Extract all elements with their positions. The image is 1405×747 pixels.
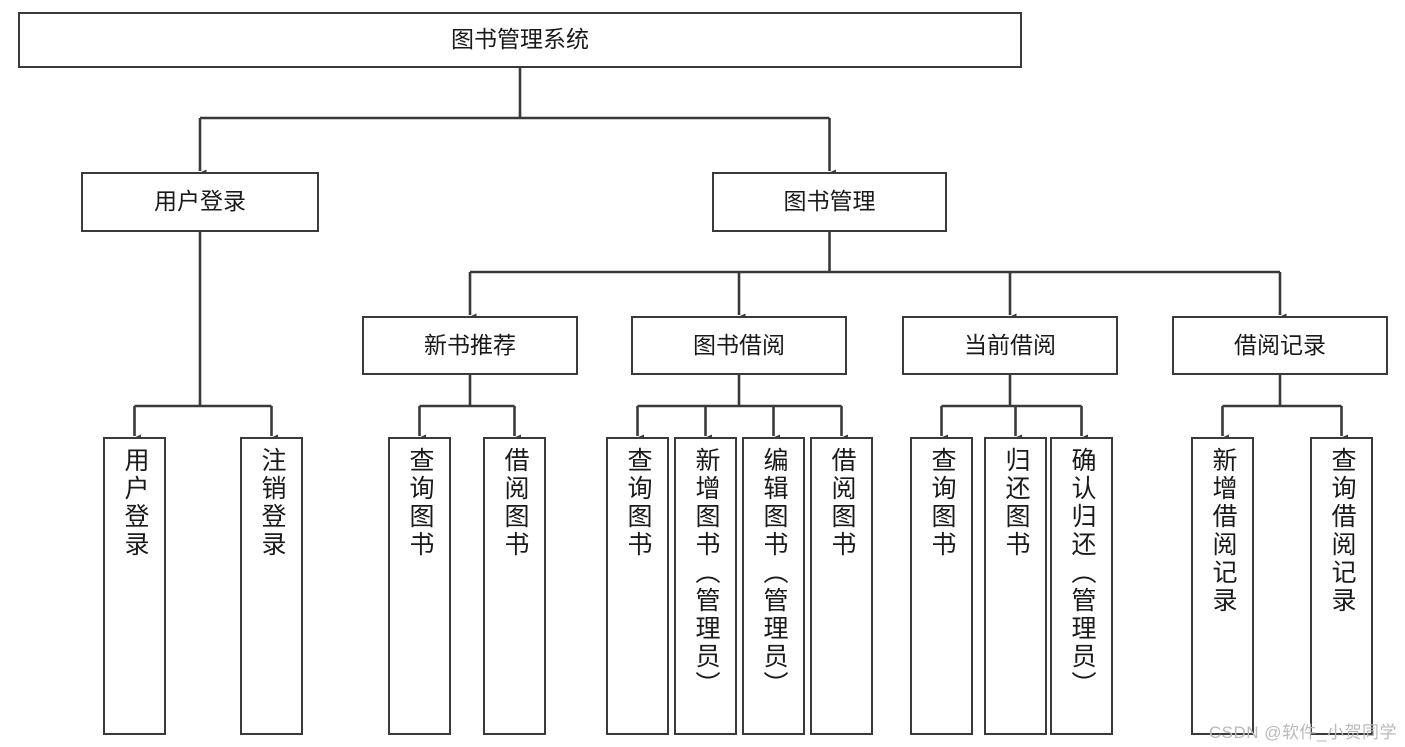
node-label: 用户登录 — [154, 188, 246, 215]
node-label: 图书借阅 — [693, 331, 785, 358]
node-label: 图书管理系统 — [451, 26, 589, 53]
node-label: 当前借阅 — [964, 331, 1056, 358]
node-label: 借阅图书 — [501, 447, 529, 559]
node-label: 注销登录 — [258, 447, 286, 559]
node-leaf-borrow-do[interactable]: 借阅图书 — [810, 437, 873, 735]
node-borrow-record[interactable]: 借阅记录 — [1172, 316, 1388, 375]
node-label: 新增图书（管理员） — [692, 447, 720, 699]
node-label: 新增借阅记录 — [1209, 447, 1237, 615]
node-label: 新书推荐 — [424, 331, 516, 358]
node-book-borrow[interactable]: 图书借阅 — [631, 316, 847, 375]
node-leaf-rec-borrow[interactable]: 借阅图书 — [483, 437, 546, 735]
node-leaf-borrow-query[interactable]: 查询图书 — [606, 437, 669, 735]
node-label: 用户登录 — [121, 447, 149, 559]
node-label: 归还图书 — [1002, 447, 1030, 559]
node-leaf-user-login[interactable]: 用户登录 — [103, 437, 166, 735]
node-label: 借阅图书 — [828, 447, 856, 559]
csdn-watermark: CSDN @软件_小贺同学 — [1208, 723, 1397, 742]
node-leaf-borrow-add[interactable]: 新增图书（管理员） — [674, 437, 737, 735]
node-label: 确认归还（管理员） — [1068, 447, 1096, 699]
node-leaf-cur-return[interactable]: 归还图书 — [984, 437, 1047, 735]
node-new-book-rec[interactable]: 新书推荐 — [362, 316, 578, 375]
node-label: 编辑图书（管理员） — [760, 447, 788, 699]
node-label: 查询图书 — [928, 447, 956, 559]
node-leaf-rec-query2[interactable]: 查询借阅记录 — [1310, 437, 1373, 735]
node-user-login[interactable]: 用户登录 — [81, 172, 319, 232]
node-label: 查询图书 — [406, 447, 434, 559]
node-leaf-user-logout[interactable]: 注销登录 — [240, 437, 303, 735]
node-leaf-borrow-edit[interactable]: 编辑图书（管理员） — [742, 437, 805, 735]
node-leaf-cur-query[interactable]: 查询图书 — [910, 437, 973, 735]
node-label: 图书管理 — [783, 188, 876, 215]
node-root[interactable]: 图书管理系统 — [18, 12, 1022, 68]
node-leaf-rec-query[interactable]: 查询图书 — [388, 437, 451, 735]
node-current-borrow[interactable]: 当前借阅 — [902, 316, 1118, 375]
node-label: 查询借阅记录 — [1328, 447, 1356, 615]
node-leaf-rec-add[interactable]: 新增借阅记录 — [1191, 437, 1254, 735]
node-label: 借阅记录 — [1234, 331, 1326, 358]
node-book-manage[interactable]: 图书管理 — [712, 172, 947, 232]
node-label: 查询图书 — [624, 447, 652, 559]
node-leaf-cur-confirm[interactable]: 确认归还（管理员） — [1050, 437, 1113, 735]
